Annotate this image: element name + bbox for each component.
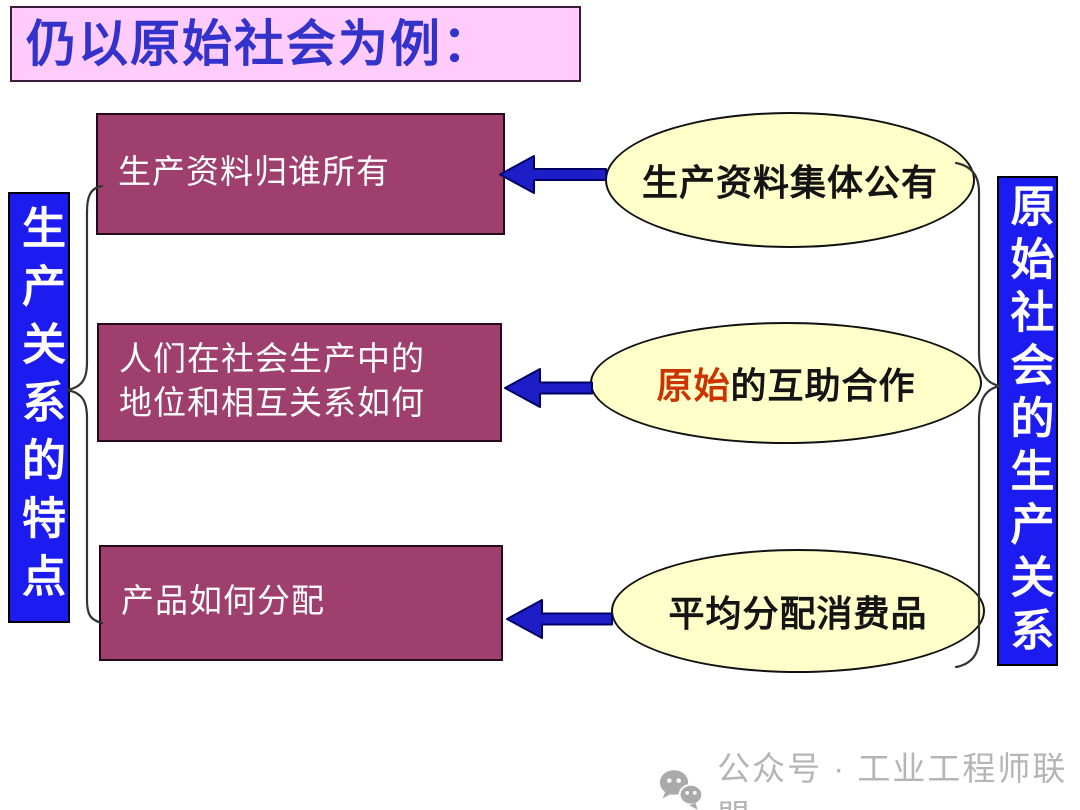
arrow-distribution [506,599,613,639]
question-box-distribution-text: 产品如何分配 [121,584,325,621]
arrow-cooperation [504,368,593,408]
answer-ellipse-distribution-text: 平均分配消费品 [668,594,928,634]
answer-ellipse-cooperation: 原始的互助合作 [590,322,982,444]
watermark-text: 公众号 · 工业工程师联盟 [717,750,1068,810]
answer-ellipse-cooperation-rest: 的互助合作 [730,366,916,406]
question-box-relations-line2: 地位和相互关系如何 [119,385,425,422]
watermark: 公众号 · 工业工程师联盟 [658,742,1080,810]
wechat-icon [659,770,704,810]
question-box-distribution: 产品如何分配 [99,545,503,661]
slide-title: 仍以原始社会为例： [10,6,581,82]
right-category-bar: 原始社会的生产关系 [997,176,1058,666]
answer-ellipse-distribution: 平均分配消费品 [611,549,985,673]
left-category-bar: 生产关系的特点 [8,192,70,623]
question-box-ownership-text: 生产资料归谁所有 [118,155,390,192]
question-box-ownership: 生产资料归谁所有 [96,113,505,235]
answer-ellipse-ownership: 生产资料集体公有 [605,112,975,248]
answer-ellipse-ownership-text: 生产资料集体公有 [641,163,938,203]
answer-ellipse-cooperation-highlight: 原始 [656,366,731,406]
arrow-ownership [499,155,607,194]
question-box-relations-line1: 人们在社会生产中的 [119,341,425,378]
question-box-relations: 人们在社会生产中的 地位和相互关系如何 [97,323,502,442]
